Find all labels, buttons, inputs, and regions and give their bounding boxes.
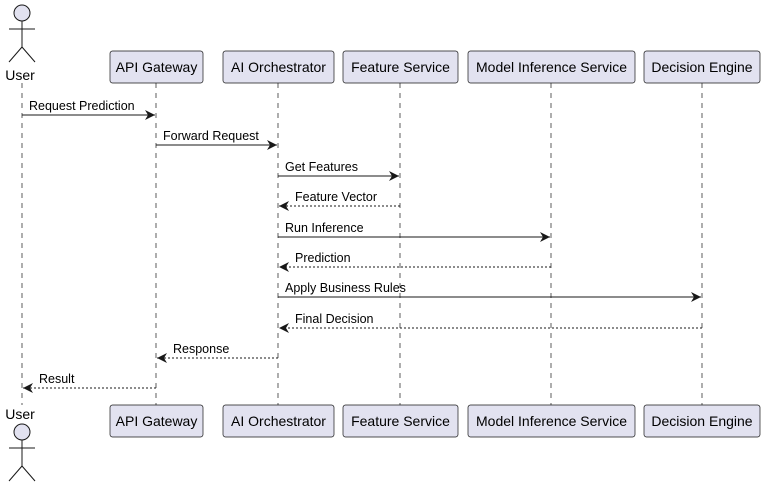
participant-decision: Decision Engine bbox=[643, 404, 761, 438]
messages: Request Prediction Forward Request Get F… bbox=[22, 99, 702, 393]
message-forward-request: Forward Request bbox=[156, 129, 277, 150]
stick-figure-icon bbox=[8, 4, 36, 63]
message-label: Request Prediction bbox=[29, 99, 135, 113]
participant-label: AI Orchestrator bbox=[231, 59, 326, 75]
actor-user-top: User bbox=[5, 4, 36, 83]
message-request-prediction: Request Prediction bbox=[22, 99, 155, 120]
message-final-decision: Final Decision bbox=[279, 312, 702, 333]
participant-model: Model Inference Service bbox=[467, 404, 636, 438]
actor-label: User bbox=[5, 406, 35, 422]
message-prediction: Prediction bbox=[279, 251, 551, 272]
message-response: Response bbox=[157, 342, 278, 363]
participants-top: API Gateway AI Orchestrator Feature Serv… bbox=[109, 50, 761, 84]
participant-label: Model Inference Service bbox=[476, 59, 627, 75]
participant-feature: Feature Service bbox=[342, 404, 459, 438]
message-label: Result bbox=[39, 372, 75, 386]
participant-orchestrator: AI Orchestrator bbox=[222, 404, 335, 438]
participant-label: AI Orchestrator bbox=[231, 413, 326, 429]
message-label: Apply Business Rules bbox=[285, 281, 406, 295]
message-get-features: Get Features bbox=[278, 160, 399, 181]
participants-bottom: API Gateway AI Orchestrator Feature Serv… bbox=[109, 404, 761, 438]
message-label: Response bbox=[173, 342, 229, 356]
message-label: Final Decision bbox=[295, 312, 374, 326]
message-label: Prediction bbox=[295, 251, 351, 265]
participant-gateway: API Gateway bbox=[109, 404, 204, 438]
participant-model: Model Inference Service bbox=[467, 50, 636, 84]
participant-orchestrator: AI Orchestrator bbox=[222, 50, 335, 84]
participant-label: Decision Engine bbox=[651, 413, 752, 429]
message-label: Run Inference bbox=[285, 221, 364, 235]
message-label: Forward Request bbox=[163, 129, 259, 143]
participant-label: Model Inference Service bbox=[476, 413, 627, 429]
message-apply-business-rules: Apply Business Rules bbox=[278, 281, 701, 302]
message-run-inference: Run Inference bbox=[278, 221, 550, 242]
participant-label: Feature Service bbox=[351, 59, 450, 75]
participant-label: Feature Service bbox=[351, 413, 450, 429]
participant-gateway: API Gateway bbox=[109, 50, 204, 84]
actor-label: User bbox=[5, 67, 35, 83]
participant-label: API Gateway bbox=[116, 413, 198, 429]
message-result: Result bbox=[23, 372, 156, 393]
lifelines bbox=[21, 83, 703, 405]
participant-label: API Gateway bbox=[116, 59, 198, 75]
message-label: Get Features bbox=[285, 160, 358, 174]
stick-figure-icon bbox=[8, 423, 36, 482]
participant-feature: Feature Service bbox=[342, 50, 459, 84]
message-feature-vector: Feature Vector bbox=[279, 190, 400, 211]
participant-decision: Decision Engine bbox=[643, 50, 761, 84]
participant-label: Decision Engine bbox=[651, 59, 752, 75]
message-label: Feature Vector bbox=[295, 190, 377, 204]
actor-user-bottom: User bbox=[5, 406, 36, 482]
